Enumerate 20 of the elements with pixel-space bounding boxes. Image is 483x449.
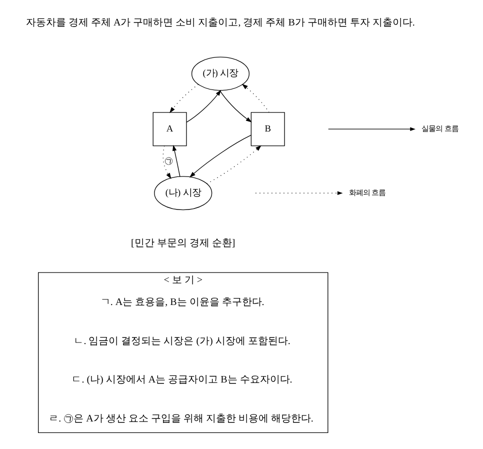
node-box: A <box>152 112 187 146</box>
label: [민간 부문의 경제 순환] <box>131 238 236 250</box>
arrow <box>242 84 270 113</box>
arrow <box>206 145 262 184</box>
label: ㄱ. A는 효용을, B는 이윤을 추구한다. <box>100 297 264 308</box>
arrow <box>220 90 252 122</box>
legend-label: 실물의 흐름 <box>422 124 458 133</box>
arrow <box>172 144 180 177</box>
node-box: B <box>250 112 285 146</box>
edge-label: ㉠ <box>164 155 174 166</box>
arrow <box>162 145 172 179</box>
label: ㄷ. (나) 시장에서 A는 공급자이고 B는 수요자이다. <box>72 374 292 386</box>
label: ㄹ. ㉠은 A가 생산 요소 구입을 위해 지출한 비용에 해당한다. <box>48 413 314 424</box>
node-ellipse: (나) 시장 <box>154 176 212 210</box>
label: ㄴ. 임금이 결정되는 시장은 (가) 시장에 포함된다. <box>74 336 290 347</box>
arrow <box>186 90 222 123</box>
arrow <box>170 84 199 114</box>
legend-label: 화폐의 흐름 <box>348 188 386 198</box>
label: 자동차를 경제 주체 A가 구매하면 소비 지출이고, 경제 주체 B가 구매하면 투자 지출이다. <box>26 17 415 28</box>
arrow <box>189 134 252 178</box>
